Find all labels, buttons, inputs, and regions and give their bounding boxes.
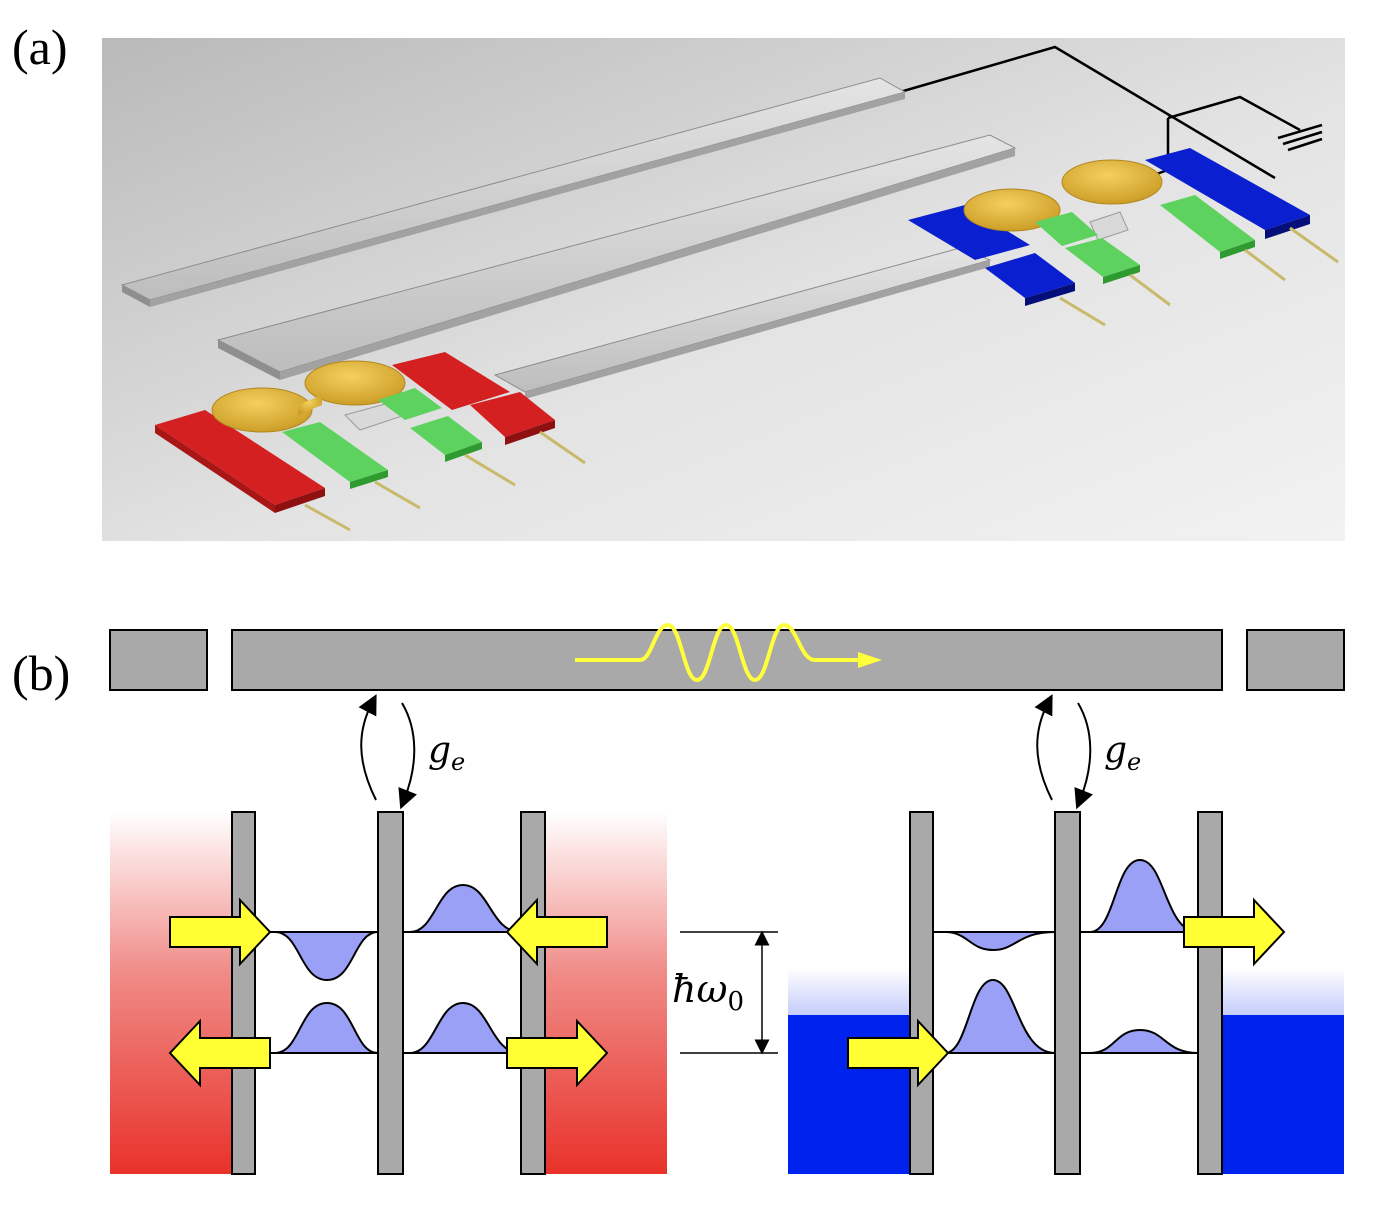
right-leads [1059,226,1339,327]
hot-reservoir-left [110,812,232,1174]
panel-a-label: (a) [12,19,68,75]
photon-wave [575,622,882,683]
right-levels [933,931,1198,1054]
right-island-2 [1061,159,1163,205]
barrier-right-1 [909,811,934,1175]
barrier-left-2 [377,811,404,1175]
barrier-left-3 [520,811,546,1175]
line-segment-left [109,629,208,691]
right-blue-electrode-stepped [908,205,1075,306]
energy-gap-marker [680,930,778,1055]
lower-metal-strip [493,247,992,399]
energy-gap-label: ħω0 [672,967,744,1017]
arrow-hot-left-out [168,1018,271,1088]
left-island-1 [211,387,313,433]
transmission-line [109,629,1345,691]
barrier-left-1 [231,811,256,1175]
left-red-electrode-stepped [392,352,555,445]
top-metal-strip [120,77,907,307]
panel-b: (b) ge ge [12,622,1345,1175]
panel-b-label: (b) [12,645,70,701]
arrow-hot-left-in [169,897,272,967]
middle-metal-strip [216,134,1017,380]
line-segment-right [1246,629,1345,691]
left-island-2 [304,360,406,406]
transport-arrows [168,897,1286,1088]
right-device [908,148,1339,327]
barrier-right-2 [1054,811,1081,1175]
ground-symbol [1277,123,1323,152]
tunnel-barriers [231,811,1223,1175]
left-green-gates [282,388,482,489]
arrow-hot-right-out [506,1018,609,1088]
right-blue-electrode-long [1145,148,1310,239]
coupling-label-right: ge [1104,730,1141,776]
panel-a: (a) [12,19,1345,541]
line-segment-main [231,629,1223,691]
arrow-cold-right-out [1183,897,1286,967]
left-levels [255,931,520,1054]
coupling-label-left: ge [428,730,465,776]
right-wavefunctions [933,858,1199,1054]
left-device [155,352,586,532]
coupling-arrows-right [1034,694,1093,810]
right-green-gates [1035,195,1255,284]
hot-reservoir-right [545,812,667,1174]
left-wavefunctions [255,883,521,1054]
coupling-arrows-left [358,694,417,810]
right-island-1 [963,188,1061,232]
left-leads [304,430,586,532]
barrier-right-3 [1197,811,1223,1175]
arrow-cold-left-in [847,1018,950,1088]
arrow-hot-right-in [505,897,608,967]
left-red-electrode-long [155,410,325,513]
